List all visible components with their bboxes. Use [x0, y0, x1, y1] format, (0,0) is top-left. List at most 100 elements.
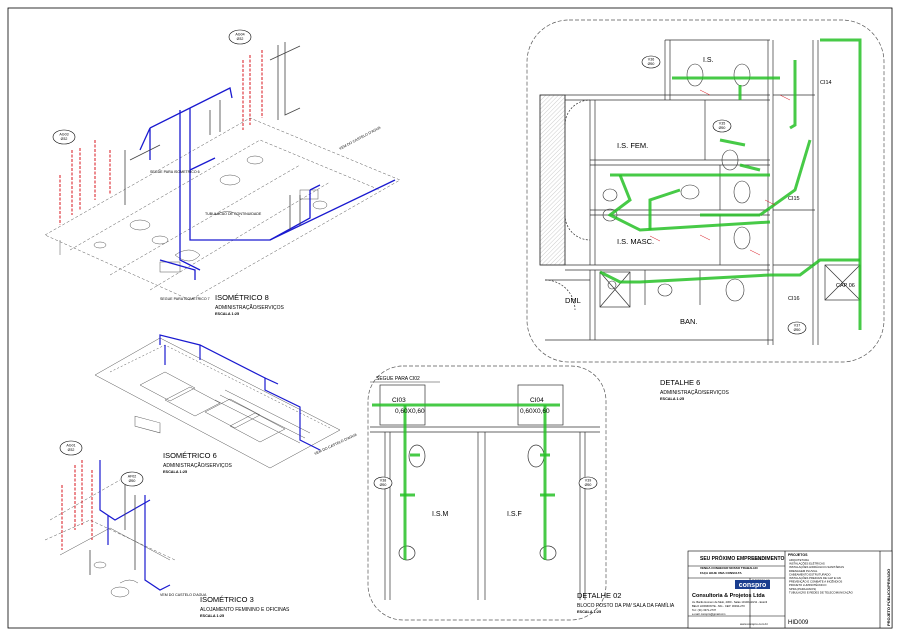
discipline-item: DRENAGEM PLUVIAL: [789, 569, 818, 573]
sheet-border: [7, 7, 893, 629]
isometric-3-red-pipes: [61, 460, 93, 550]
discipline-item: ARQUITETURA: [789, 558, 809, 562]
room-ci15: CI15: [788, 196, 800, 202]
room-ban: BAN.: [680, 317, 698, 326]
tag-v38-line2: Ø50: [380, 483, 387, 487]
room-isf: I.S.F: [507, 511, 522, 518]
title-block: [687, 550, 893, 629]
det2-subtitle: BLOCO POSTO DA PM/ SALA DA FAMÍLIA: [577, 602, 675, 609]
tb-addr3: Tel.: (31) 3371-2737: [692, 608, 717, 612]
tb-company: Consultoria & Projetos Ltda: [692, 593, 766, 599]
tag-v37: V37 Ø50: [787, 321, 807, 335]
tb-disc-head: PROJETOS: [788, 553, 808, 557]
det2-scale: ESCALA 1:25: [577, 610, 601, 614]
tag-af02-line1: AF02: [128, 475, 137, 479]
note-iso6-a: VEM DO CASTELO D'AGUA: [314, 432, 358, 455]
tb-project: SEU PRÓXIMO EMPREENDIMENTO: [700, 554, 784, 562]
tag-v37-line2: Ø50: [794, 328, 801, 332]
tag-ag03: AG03 Ø32: [52, 129, 76, 145]
det6-scale: ESCALA 1:25: [660, 397, 684, 401]
tag-v36-line2: Ø50: [648, 62, 655, 66]
tag-v35-line2: Ø50: [719, 126, 726, 130]
tb-addr4: e-mail: conspro@gmail.com: [692, 612, 726, 616]
tb-sheet: HID009: [788, 620, 809, 626]
tb-addr1: Av. Barão Homem de Melo, 4300 - Salas 10…: [692, 600, 767, 604]
room-dml: DML: [565, 296, 581, 305]
iso6-scale: ESCALA 1:25: [163, 470, 187, 474]
discipline-item: CABEAMENTO ESTRUTURADO: [789, 572, 831, 576]
tb-line2: FAÇA HOJE UMA CONSULTA: [700, 571, 742, 575]
tag-v36-line1: V36: [648, 58, 654, 62]
discipline-item: INSTALAÇÕES PREDIAIS DE GLP E GN: [789, 575, 841, 580]
tb-line1: VENHA CONHECER NOSSO TRABALHO: [700, 566, 758, 570]
note-iso8-a: SEGUE PARA ISOMETRICO 6: [150, 170, 200, 174]
tag-af02-line2: Ø50: [129, 479, 136, 483]
iso3-subtitle: ALOJAMENTO FEMININO E OFICINAS: [200, 607, 290, 613]
detail-6-green-pipes: [599, 38, 862, 330]
tag-ag01-line1: AG01: [66, 444, 75, 448]
room-is-top: I.S.: [703, 57, 714, 64]
tb-vertical: PROJETO PÚBLICO/PRIVADO: [886, 569, 891, 626]
iso6-subtitle: ADMINISTRAÇÃO/SERVIÇOS: [163, 462, 232, 469]
detail-02-green-pipes: [372, 403, 560, 560]
room-ci14: CI14: [820, 80, 832, 86]
detail-6-red-labels: [649, 89, 791, 256]
note-iso8-b: SEGUE PARA ISOMETRICO 7: [160, 297, 210, 301]
isometric-6-blue-pipes: [159, 334, 321, 451]
room-ism: I.S.M: [432, 511, 449, 518]
tag-v39: V39 Ø50: [578, 476, 598, 490]
detail-6-walls: [539, 39, 861, 345]
det6-title: DETALHE 6: [660, 378, 700, 387]
discipline-item: PREVENÇÃO E COMBATE A INCÊNDIOS: [789, 579, 842, 584]
note-iso3-a: VEM DO CASTELO D'AGUA: [160, 593, 207, 597]
detail-6-fixtures: [602, 63, 751, 302]
discipline-item: TUBULAÇÃO E REDES DE TELECOMUNICAÇÃO: [789, 589, 854, 594]
isometric-8-red-pipes: [59, 50, 263, 225]
iso8-subtitle: ADMINISTRAÇÃO/SERVIÇOS: [215, 304, 284, 311]
tag-ag03-line2: Ø32: [61, 137, 68, 141]
detail-02-boundary: [367, 365, 607, 621]
isometric-3-grey-pipes: [89, 485, 136, 575]
conspro-logo: conspro: [735, 580, 770, 589]
detail-6-boundary: [526, 19, 885, 363]
iso3-scale: ESCALA 1:25: [200, 614, 224, 618]
isometric-8-drawing: [44, 117, 401, 301]
iso8-scale: ESCALA 1:25: [215, 312, 239, 316]
box-ci03-size: 0,60X0,60: [395, 408, 425, 415]
room-is-masc: I.S. MASC.: [617, 237, 654, 246]
iso8-title: ISOMÉTRICO 8: [215, 293, 269, 302]
logo-text: conspro: [739, 582, 767, 589]
isometric-3-drawing: [44, 479, 176, 598]
isometric-3-blue-pipes: [99, 460, 171, 591]
tag-ag04-line1: AG04: [235, 33, 244, 37]
room-ci16: CI16: [788, 296, 800, 302]
room-is-fem: I.S. FEM.: [617, 141, 648, 150]
box-ci04: CI04: [530, 397, 544, 404]
tag-ag03-line1: AG03: [59, 133, 68, 137]
box-ci04-size: 0,60X0,60: [520, 408, 550, 415]
isometric-8-blue-pipes: [139, 87, 396, 280]
discipline-item: INSTALAÇÕES ELÉTRICAS: [789, 561, 825, 566]
box-ci03: CI03: [392, 397, 406, 404]
tag-v37-line1: V37: [794, 324, 800, 328]
tag-v35-line1: V35: [719, 122, 725, 126]
tag-v38: V38 Ø50: [373, 476, 393, 490]
tb-label-titulo: TÍTULO: [752, 557, 765, 561]
iso6-title: ISOMÉTRICO 6: [163, 451, 217, 460]
tag-v36: V36 Ø50: [641, 55, 661, 69]
tag-v39-line2: Ø50: [585, 483, 592, 487]
iso3-title: ISOMÉTRICO 3: [200, 595, 254, 604]
room-cap06: CAP 06: [836, 283, 855, 289]
det6-subtitle: ADMINISTRAÇÃO/SERVIÇOS: [660, 389, 729, 396]
tag-ag01: AG01 Ø32: [59, 440, 83, 456]
discipline-item: SPDA (PARA-RAIOS): [789, 587, 816, 591]
det2-title: DETALHE 02: [577, 591, 621, 600]
note-iso8-d: VEM DO CASTELO D'AGUA: [339, 125, 382, 151]
tag-af02: AF02 Ø50: [120, 471, 144, 487]
segue-ci02: SEGUE PARA CI02: [376, 376, 420, 382]
tag-v35: V35 Ø50: [712, 119, 732, 133]
tag-v38-line1: V38: [380, 479, 386, 483]
tag-ag04: AG04 Ø32: [228, 29, 252, 45]
tag-ag04-line2: Ø32: [237, 37, 244, 41]
